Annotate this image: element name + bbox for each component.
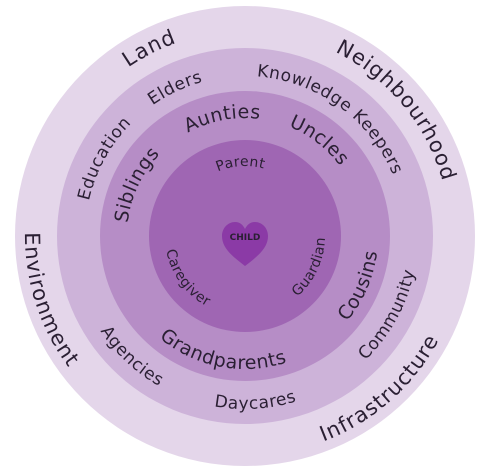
heart-icon — [222, 222, 268, 266]
label-parent: Parent — [214, 154, 267, 175]
child-label: CHILD — [230, 233, 261, 243]
